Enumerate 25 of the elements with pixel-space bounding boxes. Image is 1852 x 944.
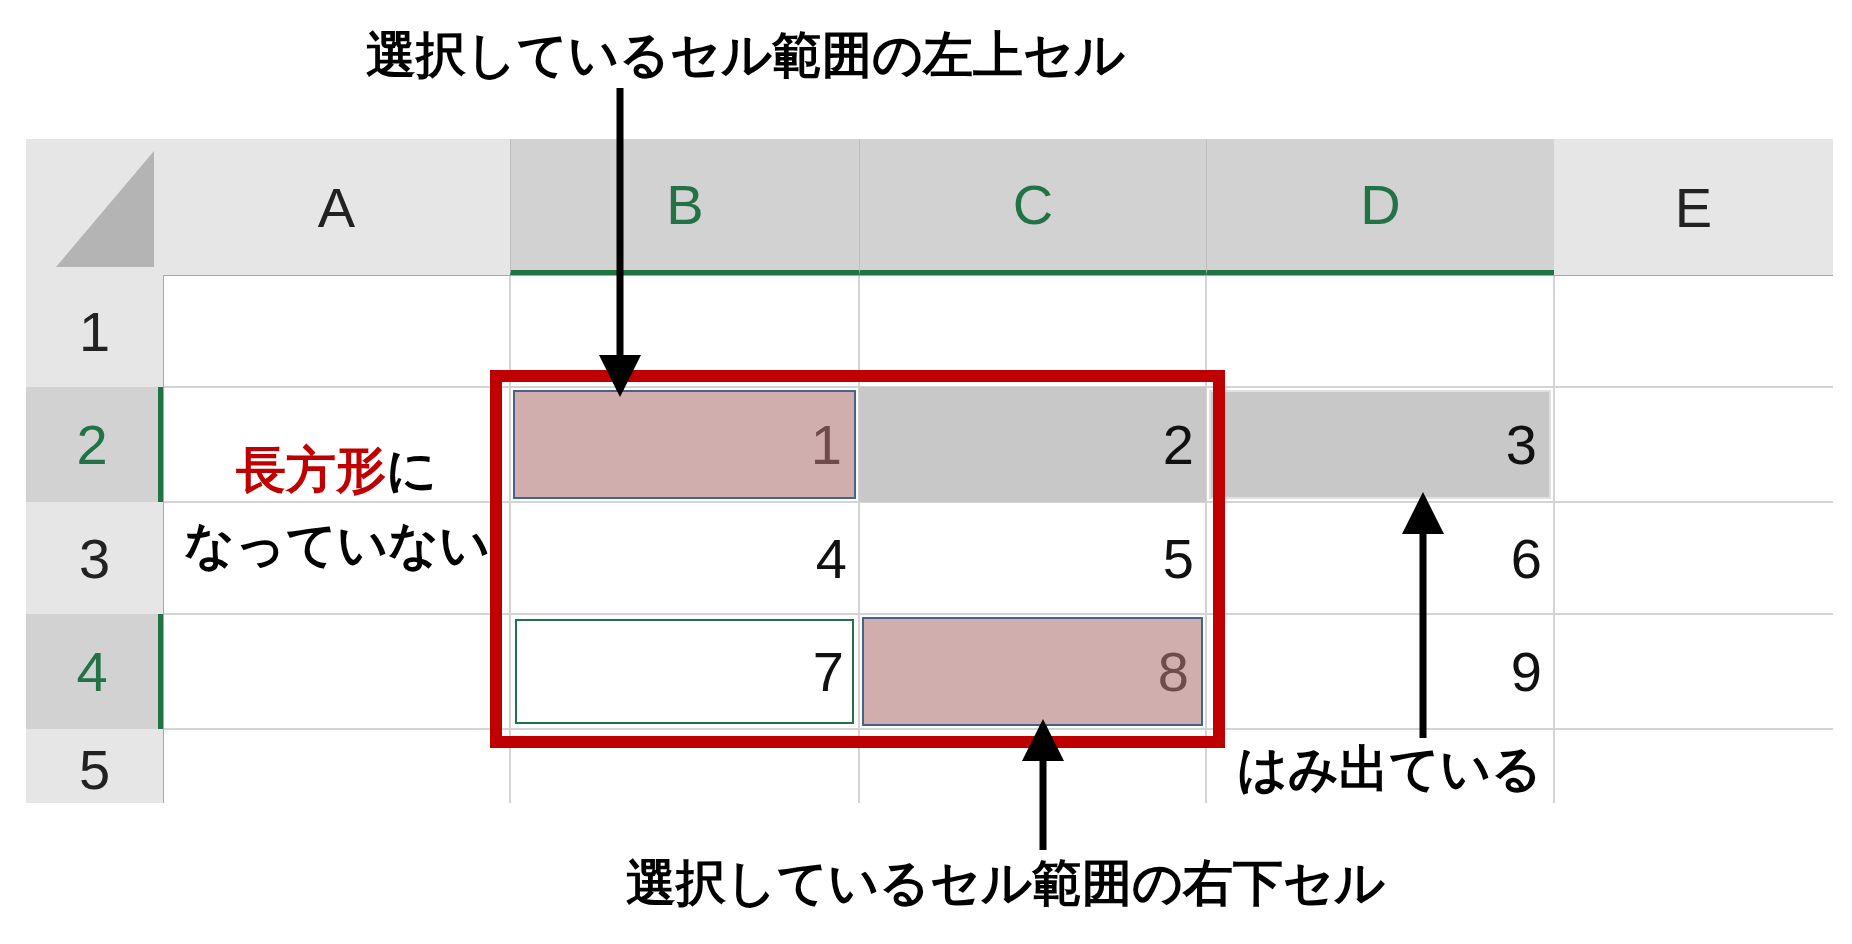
cell-value: 4 <box>814 525 848 592</box>
column-header: A <box>163 139 510 275</box>
cell-value: 6 <box>1509 525 1543 592</box>
note-text: なっていない <box>182 515 491 575</box>
highlighted-cell: 2 <box>859 387 1206 502</box>
callout-text: 選択しているセル範囲の左上セル <box>300 22 1190 88</box>
selected-cell: 1 <box>513 390 856 499</box>
cell-value: 9 <box>1509 639 1543 705</box>
active-cell: 7 <box>515 619 854 724</box>
note-text: 長方形に <box>235 440 438 500</box>
cell-value: 5 <box>1161 525 1195 592</box>
callout-text: はみ出ている <box>1232 738 1546 800</box>
row-header: 2 <box>26 387 163 502</box>
selected-cell: 3 <box>1209 390 1551 499</box>
arrow <box>599 88 641 397</box>
column-header: E <box>1554 139 1833 275</box>
column-header: C <box>859 139 1206 275</box>
row-header: 4 <box>26 614 163 729</box>
row-header: 5 <box>26 729 163 803</box>
row-header: 3 <box>26 502 163 614</box>
row-header: 1 <box>26 275 163 387</box>
column-header: B <box>510 139 859 275</box>
selected-cell: 8 <box>862 617 1203 726</box>
column-header: D <box>1206 139 1554 275</box>
callout-text: 選択しているセル範囲の右下セル <box>560 850 1450 916</box>
